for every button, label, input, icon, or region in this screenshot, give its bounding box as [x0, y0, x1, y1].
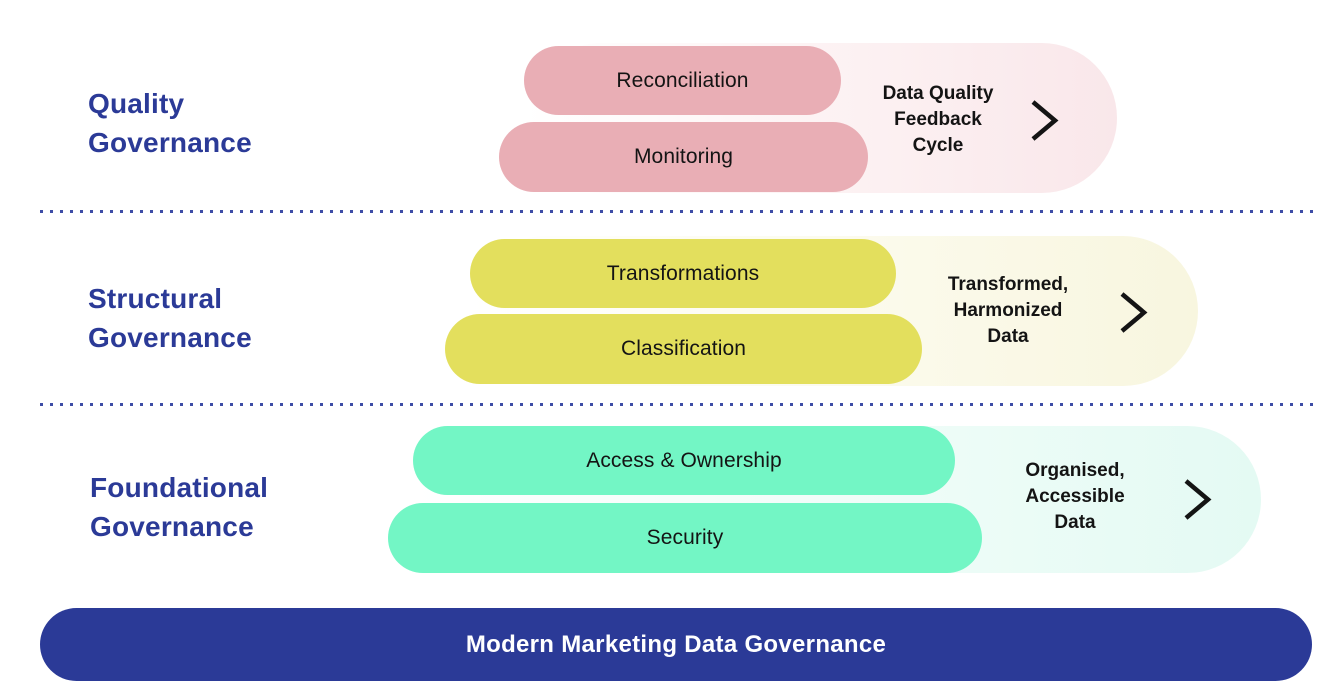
- pill-access-ownership: Access & Ownership: [413, 426, 955, 495]
- tier-label-structural-governance: Structural Governance: [88, 279, 252, 357]
- pill-reconciliation: Reconciliation: [524, 46, 841, 115]
- output-line: Harmonized: [953, 300, 1063, 321]
- foundational-output-text: Organised, Accessible Data: [996, 458, 1154, 536]
- output-line: Accessible: [1025, 486, 1125, 507]
- output-line: Data: [1054, 512, 1096, 533]
- dotted-divider: [40, 210, 1317, 213]
- banner-label: Modern Marketing Data Governance: [465, 630, 887, 658]
- pill-label: Security: [646, 526, 724, 549]
- pill-security: Security: [388, 503, 982, 573]
- output-line: Cycle: [912, 135, 964, 156]
- tier-label-line: Governance: [88, 322, 252, 353]
- structural-output-text: Transformed, Harmonized Data: [926, 272, 1090, 350]
- pill-classification: Classification: [445, 314, 922, 384]
- pill-label: Transformations: [606, 261, 760, 285]
- banner-modern-marketing-data-governance: Modern Marketing Data Governance: [40, 608, 1312, 681]
- tier-label-quality-governance: Quality Governance: [88, 84, 252, 162]
- tier-label-line: Structural: [88, 283, 223, 314]
- tier-label-foundational-governance: Foundational Governance: [90, 468, 268, 546]
- pill-transformations: Transformations: [470, 239, 896, 308]
- chevron-right-icon: [1031, 100, 1059, 141]
- tier-label-line: Foundational: [90, 472, 269, 503]
- quality-output-text: Data Quality Feedback Cycle: [858, 81, 1018, 159]
- output-line: Data: [987, 326, 1029, 347]
- output-line: Transformed,: [947, 274, 1069, 295]
- dotted-divider: [40, 403, 1317, 406]
- pill-label: Access & Ownership: [586, 448, 782, 472]
- tier-label-line: Governance: [90, 511, 254, 542]
- tier-label-line: Governance: [88, 127, 252, 158]
- chevron-right-icon: [1184, 479, 1212, 520]
- pill-label: Monitoring: [633, 145, 734, 168]
- chevron-right-icon: [1120, 292, 1148, 333]
- pill-label: Reconciliation: [616, 68, 749, 92]
- output-line: Feedback: [894, 109, 982, 130]
- output-line: Data Quality: [882, 83, 994, 104]
- tier-label-line: Quality: [88, 88, 185, 119]
- pill-monitoring: Monitoring: [499, 122, 868, 192]
- pill-label: Classification: [620, 337, 747, 360]
- output-line: Organised,: [1025, 460, 1125, 481]
